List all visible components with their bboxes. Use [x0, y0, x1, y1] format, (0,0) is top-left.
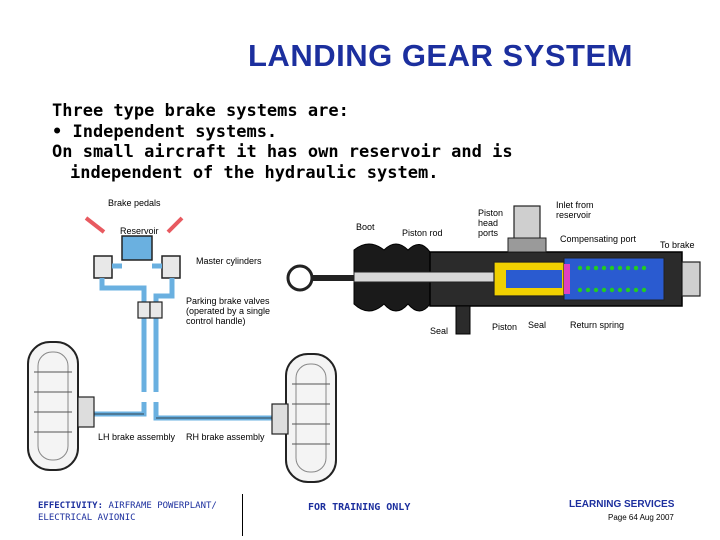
label-parking-line1: Parking brake valves: [186, 296, 270, 306]
return-spring: [577, 265, 647, 293]
label-piston-rod: Piston rod: [402, 228, 443, 238]
hydraulic-lines: [92, 263, 300, 421]
label-inlet-line1: Inlet from: [556, 200, 594, 210]
label-master-cylinders: Master cylinders: [196, 256, 262, 266]
label-brake-pedals: Brake pedals: [108, 198, 161, 208]
body-line-3: On small aircraft it has own reservoir a…: [52, 142, 513, 162]
label-to-brake: To brake: [660, 240, 695, 250]
label-parking-line3: control handle): [186, 316, 246, 326]
right-brake-pedal: [166, 216, 184, 234]
label-piston-bottom: Piston: [492, 322, 517, 332]
outlet-fitting: [681, 261, 701, 297]
body-line-2: • Independent systems.: [52, 121, 278, 142]
footer-divider: [242, 494, 243, 536]
left-brake-pedal: [84, 216, 106, 234]
label-seal-left: Seal: [430, 326, 448, 336]
label-seal-bottom: Seal: [528, 320, 546, 330]
slide-title: LANDING GEAR SYSTEM: [248, 38, 633, 73]
reservoir: [121, 235, 153, 261]
brake-system-figure: Brake pedals Reservoir Master cylinders …: [27, 198, 701, 483]
right-master-cylinder: [161, 255, 181, 279]
label-return-spring: Return spring: [570, 320, 624, 330]
body-line-1: Three type brake systems are:: [52, 101, 349, 121]
effectivity-line1: AIRFRAME POWERPLANT/: [108, 501, 217, 511]
piston-rod: [353, 271, 503, 283]
label-reservoir: Reservoir: [120, 226, 159, 236]
label-inlet-line2: reservoir: [556, 210, 591, 220]
footer-services: LEARNING SERVICES: [569, 499, 675, 510]
effectivity-label: EFFECTIVITY:: [38, 501, 104, 511]
master-cylinder-cross-section: Piston head ports Inlet from reservoir B…: [286, 200, 701, 336]
footer-page-date: Page 64 Aug 2007: [608, 513, 674, 522]
footer-training: FOR TRAINING ONLY: [308, 502, 411, 513]
slide-body: Three type brake systems are: • Independ…: [52, 101, 513, 183]
effectivity-line2: ELECTRICAL AVIONIC: [38, 513, 136, 523]
label-rh-brake: RH brake assembly: [186, 432, 265, 442]
label-boot: Boot: [356, 222, 375, 232]
label-lh-brake: LH brake assembly: [98, 432, 176, 442]
label-ports: ports: [478, 228, 499, 238]
label-compensating-port: Compensating port: [560, 234, 637, 244]
label-head: head: [478, 218, 498, 228]
body-line-4: independent of the hydraulic system.: [70, 162, 439, 183]
rh-wheel: [271, 353, 337, 483]
independent-brake-schematic: Brake pedals Reservoir Master cylinders …: [27, 198, 337, 483]
label-piston: Piston: [478, 208, 503, 218]
pressure-chamber: [563, 257, 665, 301]
label-parking-line2: (operated by a single: [186, 306, 270, 316]
parking-brake-valve-left: [137, 301, 151, 319]
footer-effectivity: EFFECTIVITY: AIRFRAME POWERPLANT/ ELECTR…: [38, 500, 217, 524]
parking-brake-valve-right: [149, 301, 163, 319]
inlet-fitting: [513, 205, 541, 243]
lh-wheel: [27, 341, 95, 471]
cup-seal: [564, 264, 570, 294]
left-master-cylinder: [93, 255, 113, 279]
